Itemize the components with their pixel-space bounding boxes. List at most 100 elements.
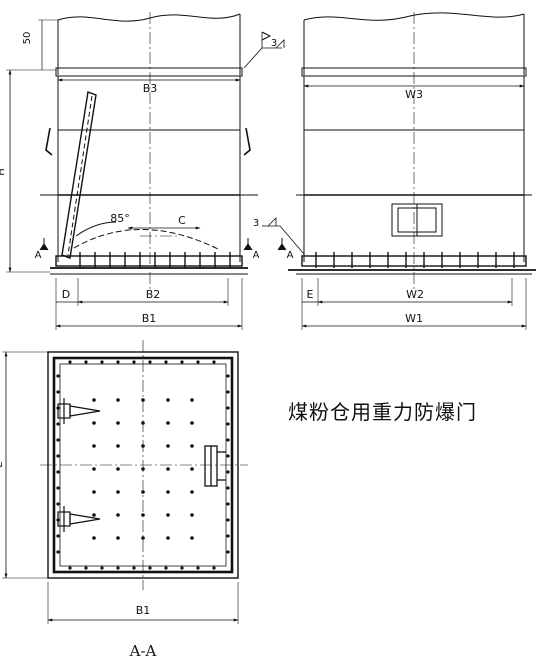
stud-dot <box>141 398 145 402</box>
stud-dot <box>190 421 194 425</box>
section-label: A-A <box>129 642 157 660</box>
stud-dot <box>190 536 194 540</box>
stud-dot <box>116 444 120 448</box>
dim-C: C <box>178 214 186 227</box>
edge-bolt <box>56 502 60 506</box>
section-mark-a-right-2: A <box>287 250 294 261</box>
edge-bolt <box>116 566 120 570</box>
stud-dot <box>166 398 170 402</box>
edge-bolt <box>212 360 216 364</box>
stud-dot <box>166 467 170 471</box>
edge-bolt <box>196 566 200 570</box>
stud-dot <box>92 536 96 540</box>
stud-dot <box>166 444 170 448</box>
stud-dot <box>116 513 120 517</box>
section-mark-a-left: A <box>35 250 42 261</box>
edge-bolt <box>226 470 230 474</box>
stud-dot <box>190 490 194 494</box>
angle-85: 85° <box>110 212 130 225</box>
edge-bolt <box>226 406 230 410</box>
edge-bolt <box>56 486 60 490</box>
edge-bolt <box>226 374 230 378</box>
front-view-left <box>6 12 285 330</box>
edge-bolt <box>56 550 60 554</box>
section-mark-a-right: A <box>253 250 260 261</box>
edge-bolt <box>226 454 230 458</box>
bolts-right <box>315 252 515 268</box>
stud-dot <box>141 536 145 540</box>
edge-bolt <box>100 360 104 364</box>
stud-dot <box>166 513 170 517</box>
edge-bolt <box>100 566 104 570</box>
edge-bolt <box>84 566 88 570</box>
stud-dot <box>141 467 145 471</box>
stud-dot <box>190 398 194 402</box>
stud-dot <box>141 513 145 517</box>
stud-dot <box>116 421 120 425</box>
stud-dot <box>141 444 145 448</box>
edge-bolt <box>56 438 60 442</box>
edge-bolt <box>180 360 184 364</box>
edge-bolt <box>164 360 168 364</box>
dim-L: L <box>0 462 5 468</box>
weld-size-2: 3 <box>253 218 259 229</box>
stud-dot <box>116 467 120 471</box>
edge-bolt <box>68 360 72 364</box>
stud-dot <box>116 398 120 402</box>
edge-bolt <box>56 390 60 394</box>
bolts-left <box>79 252 231 268</box>
stud-dot <box>166 421 170 425</box>
hinge-top <box>57 398 101 424</box>
edge-bolt <box>226 534 230 538</box>
dim-B1-bottom: B1 <box>136 604 151 617</box>
edge-bolt <box>226 550 230 554</box>
edge-bolt <box>212 566 216 570</box>
dim-W3: W3 <box>405 88 423 101</box>
edge-bolt <box>226 422 230 426</box>
dim-B1: B1 <box>142 312 157 325</box>
stud-dot <box>190 444 194 448</box>
break-line-right <box>303 12 525 21</box>
dim-W1: W1 <box>405 312 423 325</box>
side-view-right <box>262 12 536 330</box>
stud-dot <box>92 490 96 494</box>
swing-arc <box>73 229 221 251</box>
door-handle <box>204 445 226 487</box>
stud-dot <box>116 490 120 494</box>
stud-dot <box>166 490 170 494</box>
drawing-title: 煤粉仓用重力防爆门 <box>288 400 477 424</box>
edge-bolt <box>68 566 72 570</box>
edge-bolt <box>56 374 60 378</box>
dim-50: 50 <box>22 32 33 45</box>
dim-H: H <box>0 168 7 176</box>
dim-E: E <box>307 288 314 301</box>
dim-B3: B3 <box>143 82 158 95</box>
edge-bolt <box>56 518 60 522</box>
edge-bolt <box>56 534 60 538</box>
edge-bolt <box>132 566 136 570</box>
break-line-left <box>57 13 241 22</box>
edge-bolt <box>226 518 230 522</box>
dim-B2: B2 <box>146 288 161 301</box>
stud-dot <box>141 421 145 425</box>
edge-bolt <box>56 406 60 410</box>
edge-bolt <box>226 486 230 490</box>
dim-D: D <box>62 288 70 301</box>
stud-dot <box>141 490 145 494</box>
stud-dot <box>116 536 120 540</box>
edge-bolt <box>56 470 60 474</box>
section-a-a <box>2 340 248 624</box>
stud-dot <box>92 513 96 517</box>
edge-bolt <box>116 360 120 364</box>
edge-bolt <box>148 566 152 570</box>
edge-bolt <box>56 422 60 426</box>
stud-dot <box>92 398 96 402</box>
weld-size: 3 <box>271 38 277 49</box>
edge-bolt <box>164 566 168 570</box>
edge-bolt <box>148 360 152 364</box>
edge-bolt <box>180 566 184 570</box>
bolt-grid <box>56 360 230 570</box>
stud-dot <box>92 421 96 425</box>
